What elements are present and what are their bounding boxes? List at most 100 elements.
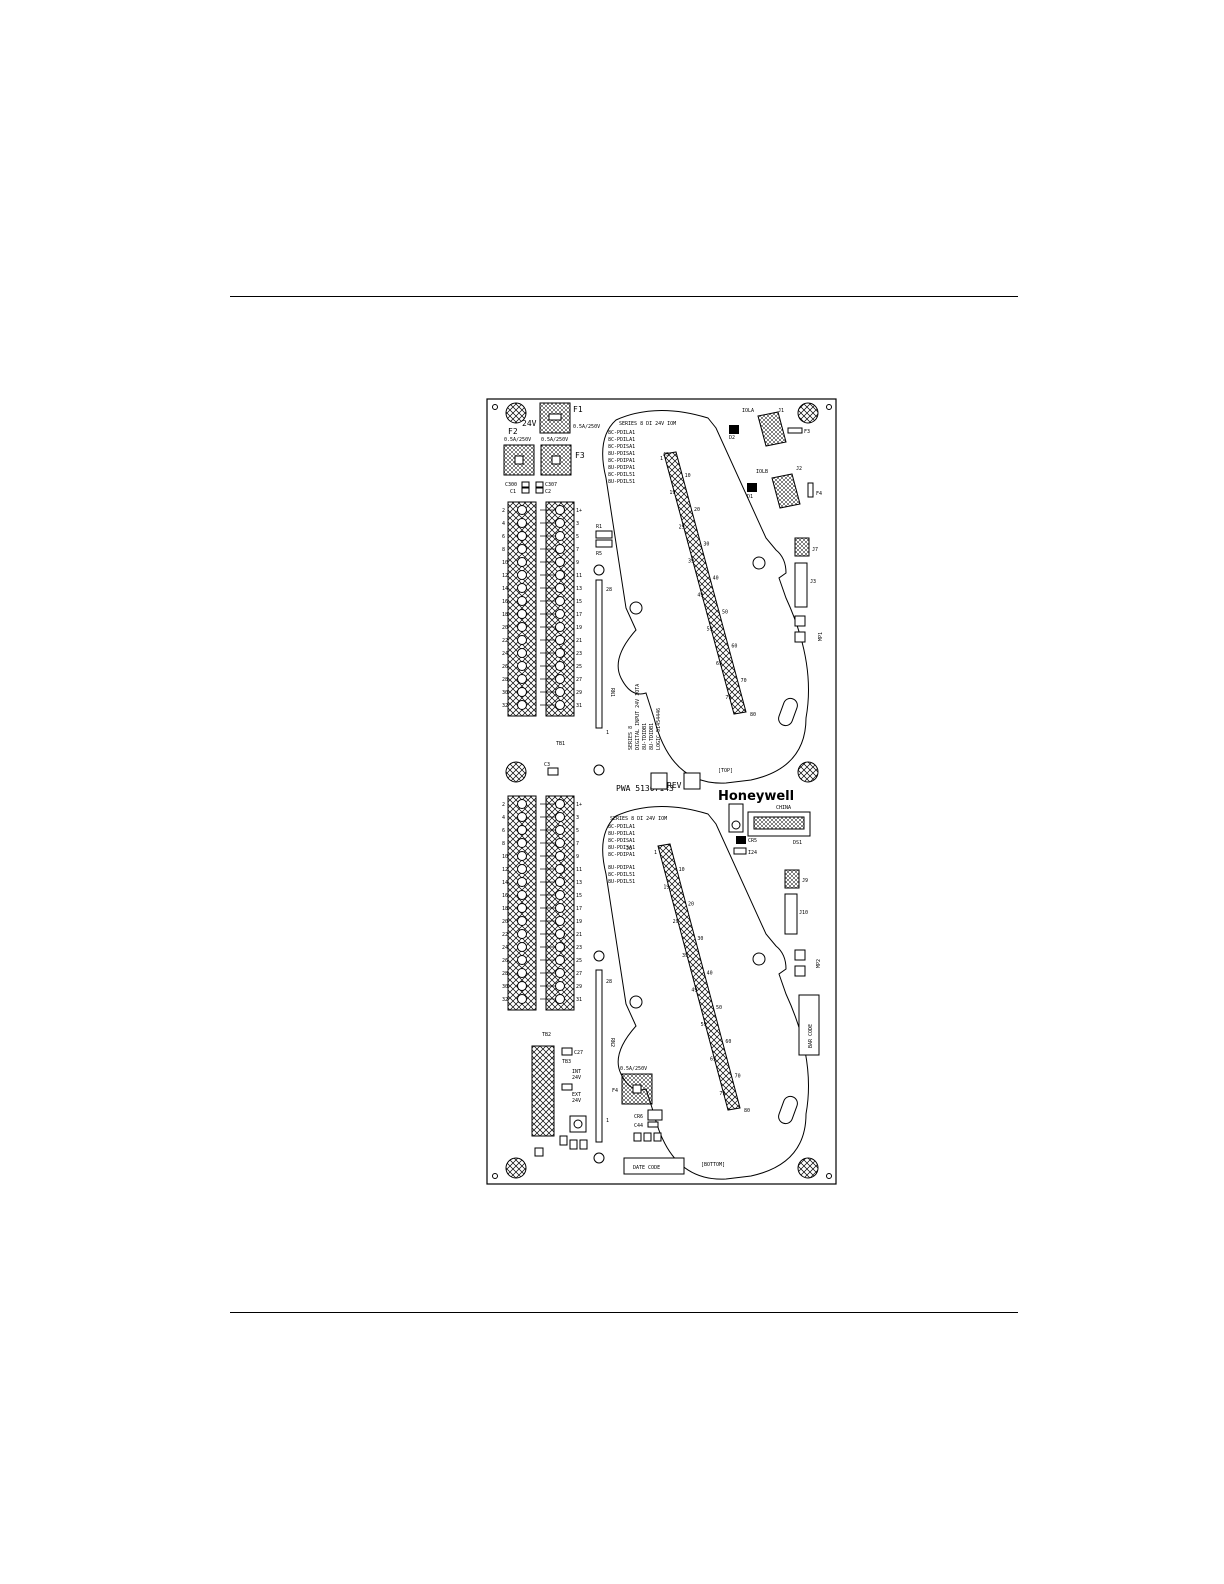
svg-text:D1: D1 <box>747 494 753 500</box>
svg-text:0.5A/250V: 0.5A/250V <box>504 437 531 443</box>
tb-pin-number: 10 <box>502 854 508 860</box>
ribbon-pin-number: 40 <box>713 575 719 581</box>
tb-screw <box>517 596 527 606</box>
tb-screw <box>555 531 565 541</box>
tb-pin-number: 12 <box>502 867 508 873</box>
bottom-oval-hole-1 <box>629 995 643 1009</box>
tb-screw <box>555 903 565 913</box>
svg-text:J10: J10 <box>799 910 808 916</box>
tb-pin-number: 30 <box>502 984 508 990</box>
tb-screw <box>517 903 527 913</box>
tb-pin-number: 8 <box>502 547 505 553</box>
tb-screw <box>517 864 527 874</box>
tb-pin-number: 13 <box>576 880 582 886</box>
svg-text:8U-PDISA1: 8U-PDISA1 <box>608 845 635 851</box>
svg-text:C307: C307 <box>545 482 557 488</box>
svg-text:IOLB: IOLB <box>756 469 768 475</box>
svg-text:8U-PDIL51: 8U-PDIL51 <box>608 879 635 885</box>
tb-screw <box>517 570 527 580</box>
svg-text:LOGIC 51454446: LOGIC 51454446 <box>656 708 662 750</box>
tb-pin-number: 3 <box>576 815 579 821</box>
tb-screw <box>555 916 565 926</box>
tb-screw <box>555 968 565 978</box>
svg-text:RN2: RN2 <box>609 1038 615 1047</box>
tb-pin-number: 4 <box>502 815 505 821</box>
tb-screw <box>555 687 565 697</box>
tb-pin-number: 11 <box>576 867 582 873</box>
tb-pin-number: 1+ <box>576 802 582 808</box>
tb-pin-number: 20 <box>502 625 508 631</box>
fuse-f1: F1 0.5A/250V 24V <box>522 402 600 434</box>
tb-screw <box>517 812 527 822</box>
tb-pin-number: 28 <box>502 971 508 977</box>
tb-screw <box>555 929 565 939</box>
ribbon-pin-number: 59 <box>707 627 713 633</box>
svg-text:F3: F3 <box>575 451 585 460</box>
date-code-box: DATE CODE <box>623 1157 685 1175</box>
svg-text:28: 28 <box>606 979 612 985</box>
ribbon-pin-number: 19 <box>663 884 669 890</box>
tb-screw <box>517 981 527 991</box>
svg-text:DIGITAL INPUT 24V IOTA: DIGITAL INPUT 24V IOTA <box>635 684 641 750</box>
bottom-oval-slot <box>778 1095 798 1125</box>
svg-text:8C-PDIL51: 8C-PDIL51 <box>608 872 635 878</box>
tb-screw <box>517 622 527 632</box>
svg-text:PWA 51307143: PWA 51307143 <box>616 784 674 793</box>
tb-screw <box>555 570 565 580</box>
mp2-pads: MP2 <box>794 949 822 977</box>
tb1-label: TB1 <box>556 741 565 747</box>
svg-text:REV: REV <box>667 781 682 790</box>
tb-screw <box>517 799 527 809</box>
ribbon-connector-j6 <box>657 843 741 1111</box>
svg-text:C1: C1 <box>510 489 516 495</box>
svg-text:8C-PDIPA1: 8C-PDIPA1 <box>608 852 635 858</box>
tb-screw <box>517 700 527 710</box>
ribbon-pin-number: 19 <box>669 490 675 496</box>
tb-pin-number: 22 <box>502 932 508 938</box>
svg-text:R5: R5 <box>596 551 602 557</box>
svg-text:1: 1 <box>606 1118 609 1124</box>
tb-screw <box>517 916 527 926</box>
tb-screw <box>517 877 527 887</box>
tb-pin-number: 30 <box>502 690 508 696</box>
resistors-r1-r5: R1 R5 <box>595 524 613 557</box>
tb-pin-number: 24 <box>502 651 508 657</box>
tb-screw <box>517 994 527 1004</box>
tb-screw <box>517 674 527 684</box>
svg-text:EXT: EXT <box>572 1092 581 1098</box>
tb-screw <box>517 531 527 541</box>
ribbon-pin-number: 49 <box>691 988 697 994</box>
fuse-f3: 0.5A/250V F3 <box>540 437 585 476</box>
tb-pin-number: 2 <box>502 508 505 514</box>
tb-pin-number: 5 <box>576 828 579 834</box>
resistor-network-rn1: 28 1 RN1 <box>593 564 615 776</box>
tb-pin-number: 26 <box>502 664 508 670</box>
svg-text:8C-PDISA1: 8C-PDISA1 <box>608 838 635 844</box>
tb-screw <box>555 518 565 528</box>
svg-text:F3: F3 <box>804 429 810 435</box>
tb-pin-number: 6 <box>502 534 505 540</box>
tb-pin-number: 4 <box>502 521 505 527</box>
svg-text:8C-PDISA1: 8C-PDISA1 <box>608 444 635 450</box>
connector-j3: J3 <box>794 562 816 608</box>
tb-pin-number: 7 <box>576 841 579 847</box>
tb-screw <box>517 661 527 671</box>
svg-text:J2: J2 <box>796 466 802 472</box>
tb-pin-number: 14 <box>502 586 508 592</box>
tb-screw <box>517 687 527 697</box>
svg-text:8C-PDIL51: 8C-PDIL51 <box>608 472 635 478</box>
tb-pin-number: 31 <box>576 997 582 1003</box>
svg-text:D2: D2 <box>729 435 735 441</box>
resistor-network-rn2: 28 1 RN2 <box>593 950 615 1164</box>
svg-text:R1: R1 <box>596 524 602 530</box>
connector-j6-label: J6 <box>626 846 632 852</box>
svg-text:SERIES 8 DI 24V IOM: SERIES 8 DI 24V IOM <box>610 816 667 822</box>
svg-text:C2: C2 <box>545 489 551 495</box>
tb-screw <box>555 609 565 619</box>
tb-screw <box>555 838 565 848</box>
tb-screw <box>555 700 565 710</box>
ribbon-pin-number: 49 <box>697 593 703 599</box>
svg-text:8U-PDIPA1: 8U-PDIPA1 <box>608 865 635 871</box>
